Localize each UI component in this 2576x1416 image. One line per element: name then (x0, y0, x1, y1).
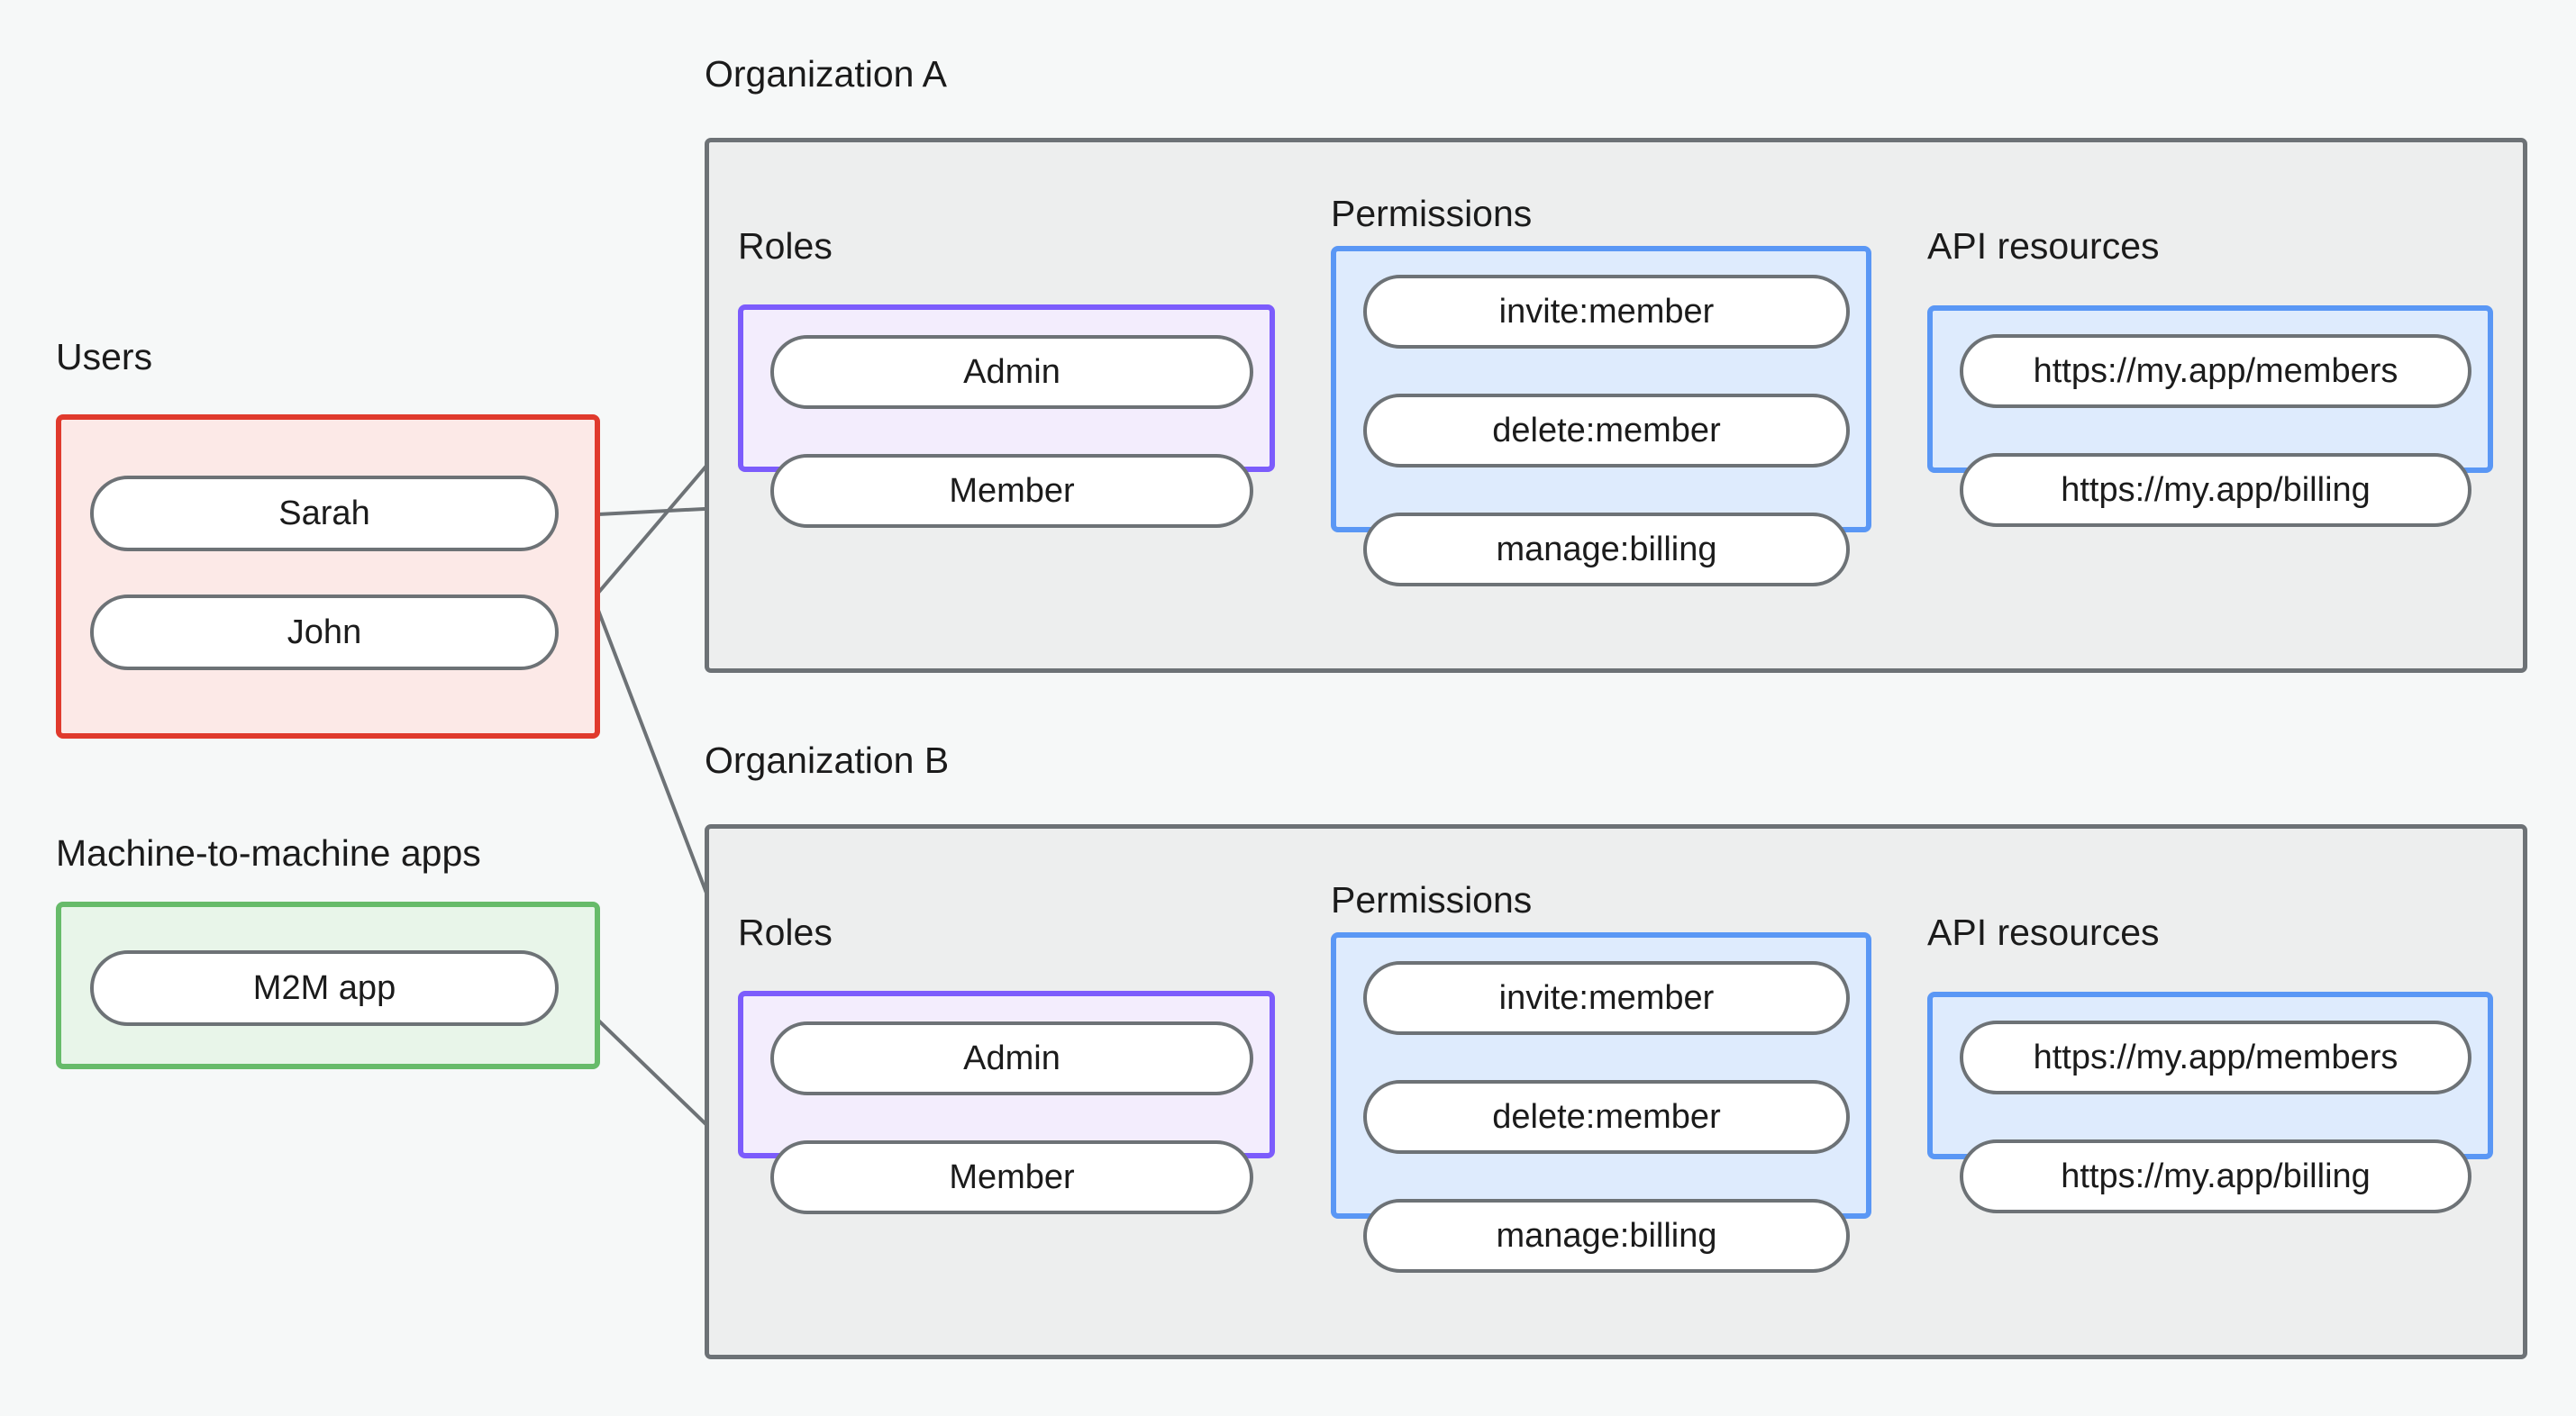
orga-api-resource-billing[interactable]: https://my.app/billing (1960, 453, 2471, 527)
orga-permissions-label: Permissions (1331, 193, 1533, 234)
m2m-node-app[interactable]: M2M app (90, 950, 559, 1026)
orgb-api-resources-label: API resources (1927, 912, 2160, 953)
orga-permissions-group: invite:member delete:member manage:billi… (1331, 246, 1871, 586)
orgb-api-resources-group: https://my.app/members https://my.app/bi… (1927, 992, 2493, 1213)
orga-role-member[interactable]: Member (770, 454, 1253, 528)
orgb-permissions-group: invite:member delete:member manage:billi… (1331, 932, 1871, 1273)
organization-b-box: Roles Admin Member Permissions invite:me… (705, 824, 2527, 1359)
users-group: Sarah John (56, 414, 600, 739)
orgb-api-resource-billing[interactable]: https://my.app/billing (1960, 1139, 2471, 1213)
orga-roles-group: Admin Member (738, 304, 1275, 528)
orgb-api-resource-members[interactable]: https://my.app/members (1960, 1021, 2471, 1094)
orgb-permission-delete-member[interactable]: delete:member (1363, 1080, 1850, 1154)
organization-a-box: Roles Admin Member Permissions invite:me… (705, 138, 2527, 673)
orgb-roles-label: Roles (738, 912, 833, 953)
orgb-roles-group: Admin Member (738, 991, 1275, 1214)
orga-api-resource-members[interactable]: https://my.app/members (1960, 334, 2471, 408)
user-node-sarah[interactable]: Sarah (90, 476, 559, 551)
orgb-role-admin[interactable]: Admin (770, 1021, 1253, 1095)
organization-a-title: Organization A (705, 53, 947, 95)
orga-roles-label: Roles (738, 225, 833, 267)
m2m-group: M2M app (56, 902, 600, 1069)
orga-api-resources-group: https://my.app/members https://my.app/bi… (1927, 305, 2493, 527)
user-node-john[interactable]: John (90, 595, 559, 670)
orgb-permission-manage-billing[interactable]: manage:billing (1363, 1199, 1850, 1273)
orgb-permission-invite-member[interactable]: invite:member (1363, 961, 1850, 1035)
organization-b-title: Organization B (705, 740, 950, 781)
orga-permission-manage-billing[interactable]: manage:billing (1363, 513, 1850, 586)
orga-permission-invite-member[interactable]: invite:member (1363, 275, 1850, 349)
orga-permission-delete-member[interactable]: delete:member (1363, 394, 1850, 467)
m2m-title: Machine-to-machine apps (56, 832, 481, 874)
orgb-permissions-label: Permissions (1331, 879, 1533, 921)
orga-api-resources-label: API resources (1927, 225, 2160, 267)
orga-role-admin[interactable]: Admin (770, 335, 1253, 409)
users-title: Users (56, 336, 153, 377)
orgb-role-member[interactable]: Member (770, 1140, 1253, 1214)
